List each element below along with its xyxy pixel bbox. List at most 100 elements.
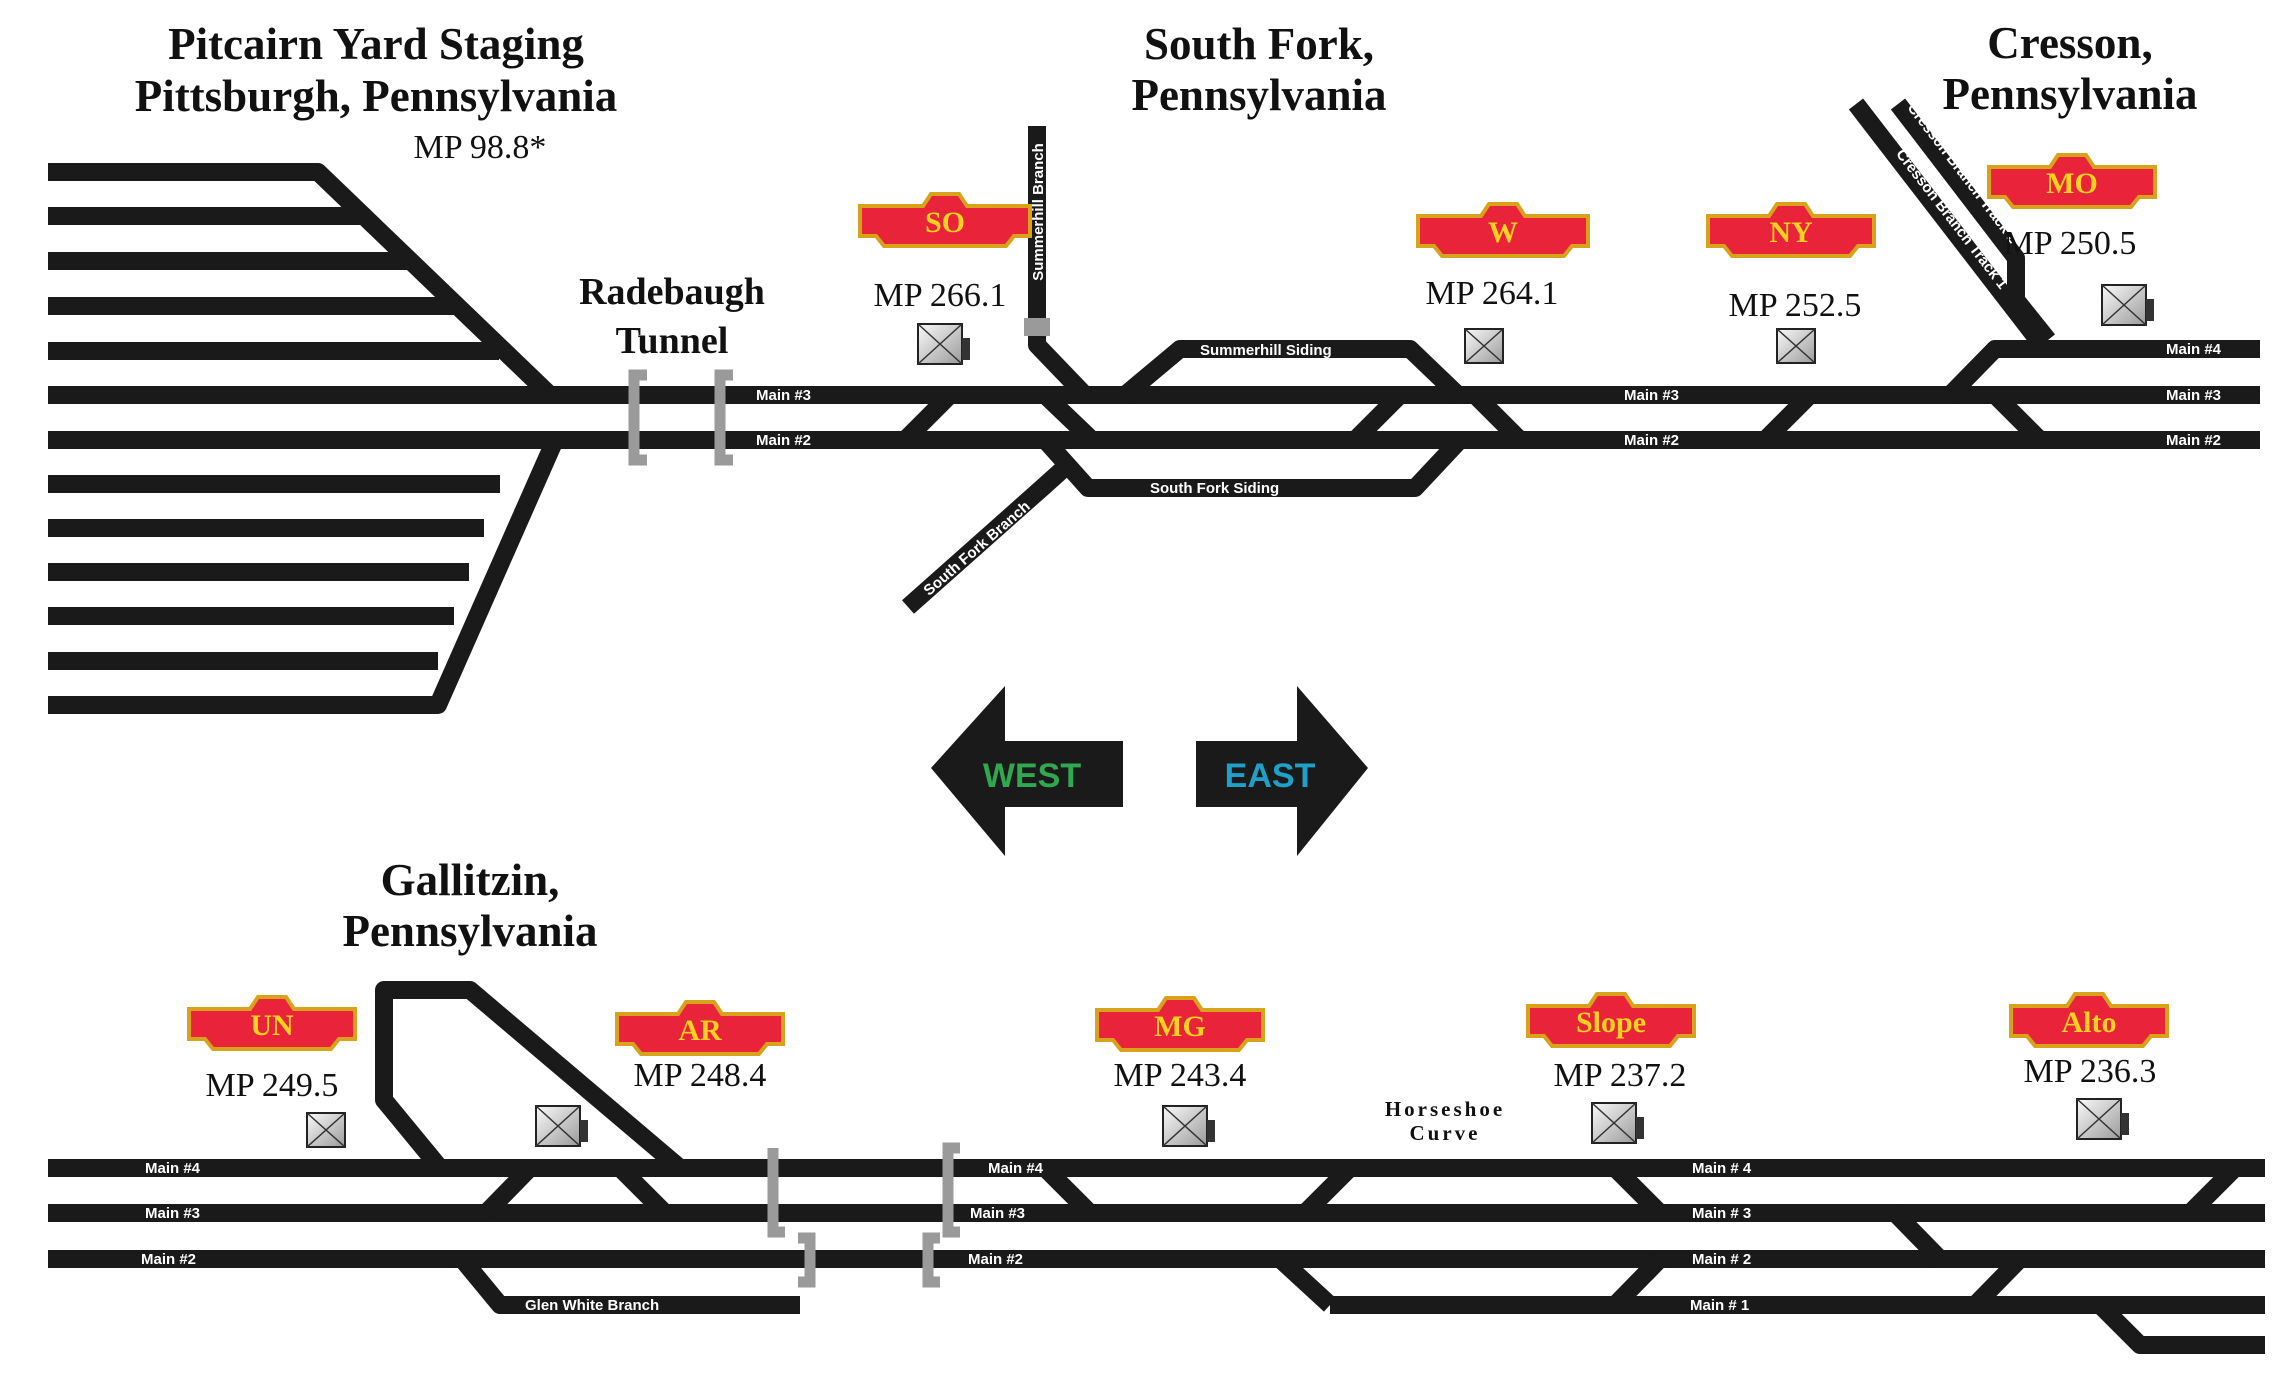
track-label: Main #2 <box>1624 432 1679 449</box>
interlocking-name: W <box>1488 216 1518 249</box>
track-label: Main # 1 <box>1690 1297 1749 1314</box>
track-label: Main #3 <box>145 1205 200 1222</box>
track-label: Main # 2 <box>1692 1251 1751 1268</box>
milepost-label: MP 252.5 <box>1729 287 1862 324</box>
track-label: Main # 3 <box>1692 1205 1751 1222</box>
milepost-label: MP 264.1 <box>1426 275 1559 312</box>
branch-label: Summerhill Branch <box>1030 143 1047 281</box>
keystone-sign-icon: Alto <box>2009 992 2169 1048</box>
keystone-sign-icon: MO <box>1987 153 2157 209</box>
milepost-label: MP 250.5 <box>2004 225 2137 262</box>
signal-tower-icon <box>535 1105 589 1147</box>
interlocking-name: Alto <box>2062 1006 2117 1039</box>
summerhill-branch-track <box>1028 126 1092 402</box>
location-subtitle: Pennsylvania <box>1131 70 1386 120</box>
milepost-label: MP 249.5 <box>206 1067 339 1104</box>
interlocking-signs: SO MP 266.1 W MP 264.1 NY MP 252.5 MO MP 250.5U… <box>187 153 2169 1104</box>
keystone-sign-icon: UN <box>187 995 357 1051</box>
landmark-title: Radebaugh <box>579 271 765 313</box>
interlocking-name: MG <box>1154 1010 1206 1043</box>
top-main-4 <box>1943 340 2260 402</box>
landmark-title: Horseshoe <box>1385 1097 1505 1121</box>
keystone-shape <box>1526 992 1696 1048</box>
signal-tower-icon <box>1464 328 1504 364</box>
keystone-shape <box>2009 992 2169 1048</box>
signal-tower-icon <box>2076 1098 2130 1140</box>
signal-tower-icon <box>1591 1102 1645 1144</box>
location-subtitle: Pennsylvania <box>1942 69 2197 119</box>
milepost-label: MP 266.1 <box>874 277 1007 314</box>
branch-label: Glen White Branch <box>525 1297 659 1314</box>
keystone-sign-icon: SO <box>858 192 1032 248</box>
keystone-shape <box>1095 996 1265 1052</box>
track-label: Main #4 <box>145 1160 201 1177</box>
location-title: Gallitzin, <box>381 855 560 905</box>
glen-white-branch-track <box>455 1253 800 1314</box>
track-label: Main #3 <box>756 387 811 404</box>
milepost-label: MP 236.3 <box>2024 1053 2157 1090</box>
keystone-sign-icon: NY <box>1706 202 1876 258</box>
south-fork-siding-track <box>1038 433 1467 497</box>
keystone-sign-icon: MG <box>1095 996 1265 1052</box>
east-label: EAST <box>1225 757 1316 795</box>
track-label: Main #2 <box>968 1251 1023 1268</box>
signal-tower-icon <box>1776 328 1816 364</box>
track-label: Main #4 <box>2166 341 2222 358</box>
tunnel-portal-icon <box>767 1142 960 1288</box>
keystone-sign-icon: AR <box>615 1000 785 1056</box>
keystone-shape <box>187 995 357 1051</box>
track-label: Main #3 <box>2166 387 2221 404</box>
bottom-tracks <box>48 981 2265 1354</box>
east-arrow-icon <box>1196 686 1368 856</box>
interlocking-name: UN <box>250 1009 294 1042</box>
keystone-shape <box>858 192 1032 248</box>
interlocking-name: MO <box>2046 167 2098 200</box>
branch-label: South Fork Branch <box>921 498 1034 599</box>
siding-label: South Fork Siding <box>1150 480 1279 497</box>
location-subtitle: Pittsburgh, Pennsylvania <box>135 71 618 121</box>
location-subtitle: Pennsylvania <box>342 906 597 956</box>
west-label: WEST <box>983 757 1081 795</box>
track-label: Main #2 <box>756 432 811 449</box>
signal-tower-icon <box>917 323 971 365</box>
summerhill-siding-track <box>1119 340 1465 402</box>
keystone-shape <box>1416 202 1590 258</box>
signal-tower-icon <box>1162 1105 1216 1147</box>
top-tracks <box>48 98 2260 714</box>
milepost-label: MP 248.4 <box>634 1057 767 1094</box>
south-fork-branch-track <box>902 463 1069 614</box>
location-titles: Pitcairn Yard Staging Pittsburgh, Pennsy… <box>135 18 2198 1145</box>
track-label: Main #4 <box>988 1160 1044 1177</box>
west-arrow-icon <box>931 686 1123 856</box>
track-label: Main #3 <box>1624 387 1679 404</box>
track-label: Main #3 <box>970 1205 1025 1222</box>
keystone-shape <box>1706 202 1876 258</box>
keystone-shape <box>615 1000 785 1056</box>
track-label: Main #2 <box>2166 432 2221 449</box>
direction-arrows: WEST EAST <box>931 686 1368 856</box>
signal-tower-icon <box>306 1112 346 1148</box>
milepost-label: MP 237.2 <box>1554 1057 1687 1094</box>
keystone-shape <box>1987 153 2157 209</box>
interlocking-name: AR <box>678 1014 722 1047</box>
tunnel-portal-icon <box>1024 318 1050 336</box>
tunnel-portal-icon <box>628 369 733 466</box>
location-title: Pitcairn Yard Staging <box>168 19 584 69</box>
milepost-label: MP 98.8* <box>414 129 547 166</box>
location-title: Cresson, <box>1987 18 2152 68</box>
interlocking-name: Slope <box>1576 1006 1646 1039</box>
location-title: South Fork, <box>1144 19 1374 69</box>
interlocking-name: NY <box>1769 216 1813 249</box>
signal-tower-icon <box>2101 284 2155 326</box>
track-label: Main #2 <box>141 1251 196 1268</box>
milepost-label: MP 243.4 <box>1114 1057 1247 1094</box>
track-label: Main # 4 <box>1692 1160 1752 1177</box>
pitcairn-yard-tracks <box>48 163 564 714</box>
landmark-subtitle: Tunnel <box>616 320 729 362</box>
cresson-branch-track-2 <box>1890 98 2056 346</box>
interlocking-name: SO <box>925 206 965 239</box>
siding-label: Summerhill Siding <box>1200 342 1332 359</box>
keystone-sign-icon: Slope <box>1526 992 1696 1048</box>
